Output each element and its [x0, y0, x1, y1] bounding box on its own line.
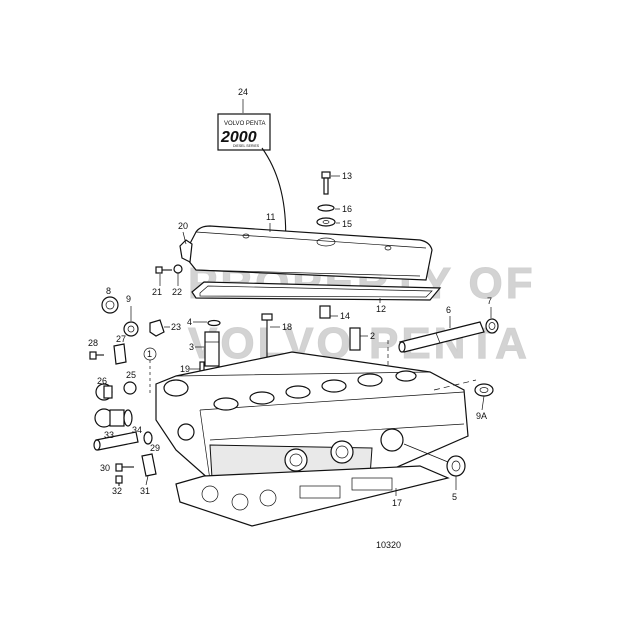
- callout-9a: 9A: [476, 411, 487, 421]
- callout-1: 1: [147, 349, 152, 359]
- callout-26: 26: [97, 376, 107, 386]
- stud-18: [261, 313, 273, 362]
- screw-28: [89, 351, 104, 360]
- callout-5: 5: [452, 492, 457, 502]
- callout-18: 18: [282, 322, 292, 332]
- decal-series: DIESEL SERIES: [233, 144, 260, 148]
- plug-5: [446, 455, 466, 477]
- seal-29: [143, 431, 153, 445]
- head-gasket-17: [175, 465, 450, 527]
- callout-33: 33: [104, 430, 114, 440]
- callout-17: 17: [392, 498, 402, 508]
- callout-8: 8: [106, 286, 111, 296]
- callout-13: 13: [342, 171, 352, 181]
- callout-31: 31: [140, 486, 150, 496]
- decal-2000-series: VOLVO PENTA 2000 DIESEL SERIES: [217, 113, 271, 151]
- callout-12: 12: [376, 304, 386, 314]
- decal-model: 2000: [220, 129, 257, 146]
- fitting-34: [94, 408, 133, 428]
- screw-32: [115, 475, 123, 486]
- bracket-27: [113, 343, 127, 365]
- cover-bolt-13: [321, 171, 331, 195]
- screw-21: [155, 266, 172, 274]
- seal-9a: [474, 383, 494, 397]
- elbow-23: [149, 319, 165, 337]
- washer-25: [123, 381, 137, 395]
- pipe-6: [398, 321, 485, 353]
- drawing-number: 10320: [376, 540, 401, 550]
- screw-30: [115, 463, 134, 472]
- spacer-14: [319, 305, 331, 319]
- callout-4: 4: [187, 317, 192, 327]
- callout-6: 6: [446, 305, 451, 315]
- callout-15: 15: [342, 219, 352, 229]
- callout-11: 11: [266, 212, 275, 222]
- head-ports: [177, 423, 404, 472]
- callout-9: 9: [126, 294, 131, 304]
- cap-8: [101, 296, 119, 314]
- valve-cover-11: [179, 225, 433, 281]
- callout-14: 14: [340, 311, 350, 321]
- callout-32: 32: [112, 486, 122, 496]
- clamp-31: [141, 453, 157, 477]
- cylinder-head: [155, 351, 469, 481]
- callout-30: 30: [100, 463, 110, 473]
- rocker-bosses: [163, 370, 417, 411]
- callout-16: 16: [342, 204, 352, 214]
- tube-33: [93, 431, 139, 451]
- o-ring-4: [207, 319, 221, 327]
- callout-19: 19: [180, 364, 190, 374]
- decal-brand: VOLVO PENTA: [224, 121, 265, 127]
- callout-24: 24: [238, 87, 248, 97]
- callout-27: 27: [116, 334, 126, 344]
- callout-23: 23: [171, 322, 181, 332]
- plug-26: [95, 383, 113, 401]
- decal-outline: [217, 113, 271, 151]
- seal-ring-9: [123, 321, 139, 337]
- callout-21: 21: [152, 287, 162, 297]
- sleeve-2: [349, 327, 361, 351]
- injector-sleeve-3: [204, 331, 220, 367]
- seal-washer-15: [316, 217, 336, 227]
- reference-1: 1: [143, 347, 157, 361]
- cover-gasket-12: [191, 281, 442, 301]
- washer-22: [173, 264, 183, 274]
- washer-16: [317, 204, 335, 212]
- seal-7: [485, 318, 499, 334]
- callout-28: 28: [88, 338, 98, 348]
- callout-29: 29: [150, 443, 160, 453]
- callout-34: 34: [132, 425, 142, 435]
- callout-2: 2: [370, 331, 375, 341]
- callout-25: 25: [126, 370, 136, 380]
- callout-3: 3: [189, 342, 194, 352]
- callout-22: 22: [172, 287, 182, 297]
- callout-20: 20: [178, 221, 188, 231]
- callout-7: 7: [487, 296, 492, 306]
